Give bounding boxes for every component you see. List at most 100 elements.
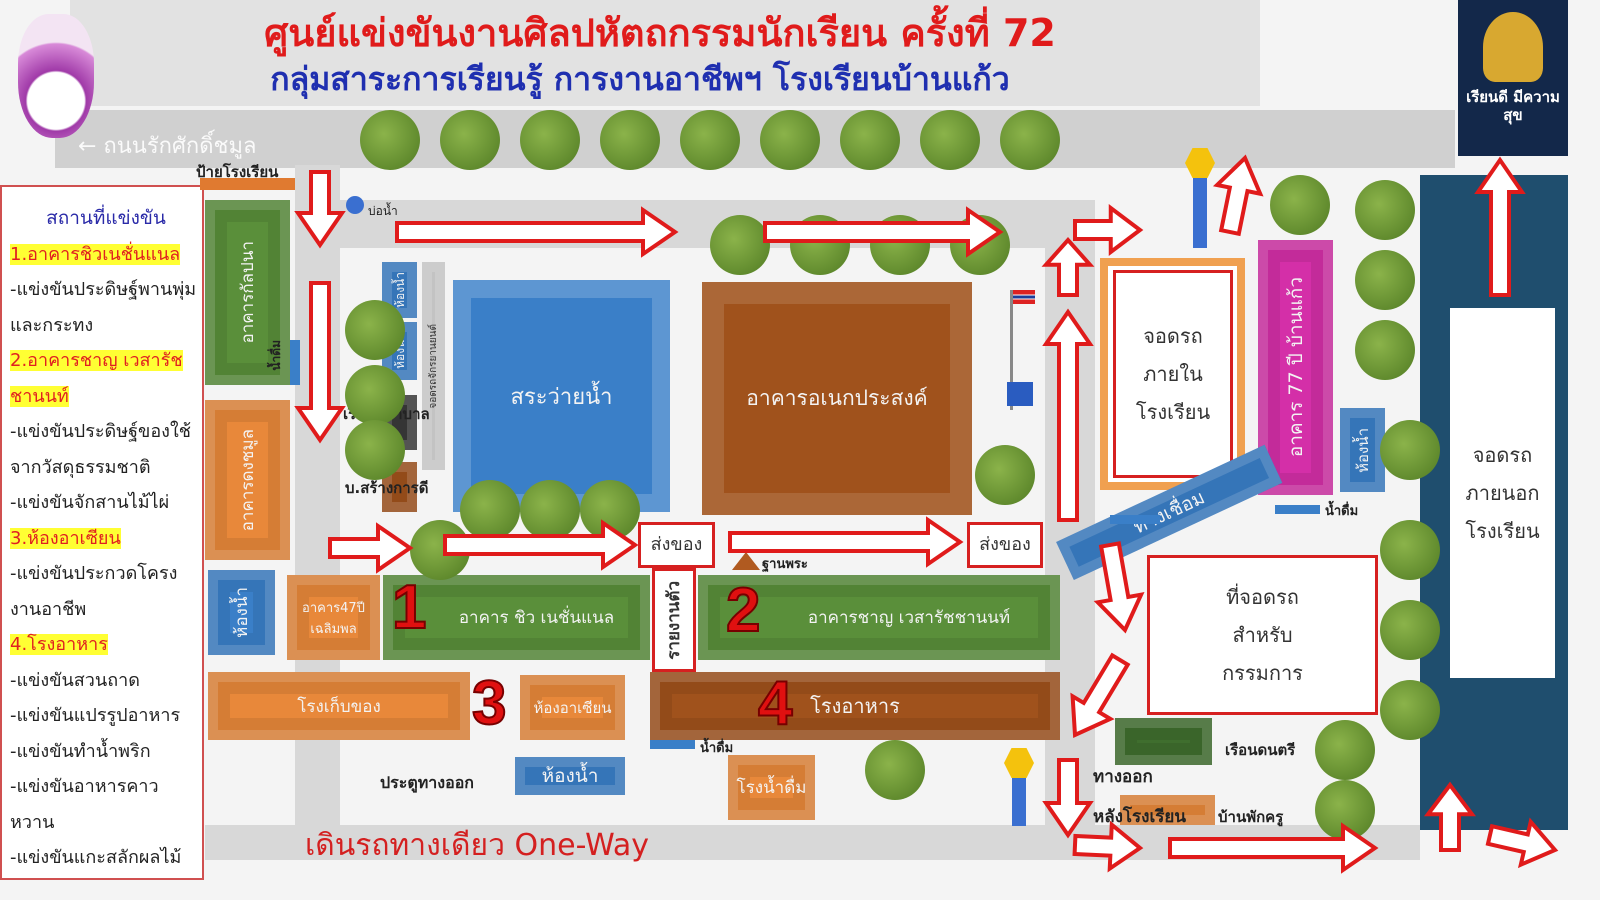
legend-event: -แข่งขันทำน้ำพริก (10, 740, 151, 762)
tree-icon (345, 420, 405, 480)
direction-arrow (294, 281, 346, 444)
gate-post (1193, 178, 1207, 248)
music-house (1115, 718, 1212, 765)
venue-number-1: 1 (391, 572, 428, 643)
tree-icon (1355, 320, 1415, 380)
tree-icon (1380, 600, 1440, 660)
gate-post-icon (1004, 748, 1034, 778)
direction-arrow (395, 206, 679, 258)
restroom: ห้องน้ำ (515, 757, 625, 795)
bsang-label: บ.สร้างการดี (345, 479, 429, 497)
pond-icon (346, 196, 364, 214)
back-building (1120, 795, 1215, 825)
tree-icon (1315, 720, 1375, 780)
direction-arrow (1168, 822, 1379, 874)
legend-venue: 4.โรงอาหาร (10, 634, 108, 655)
page-subtitle: กลุ่มสาระการเรียนรู้ การงานอาชีพฯ โรงเรี… (270, 60, 1010, 98)
direction-arrow (294, 170, 346, 249)
tree-icon (440, 110, 500, 170)
direction-arrow (1042, 758, 1094, 839)
direction-arrow (328, 522, 414, 574)
tree-icon (680, 110, 740, 170)
tree-icon (710, 215, 770, 275)
direction-arrow (1423, 781, 1477, 852)
legend-event: -แข่งขันประกวดโครงงานอาชีพ (10, 563, 178, 620)
tree-icon (520, 110, 580, 170)
gate-post-icon (1185, 148, 1215, 178)
building-77: อาคาร 77 ปี บ้านแก้ว (1258, 240, 1333, 495)
back-exit-label: ทางออก (1093, 767, 1153, 787)
tree-icon (1380, 520, 1440, 580)
direction-arrow (1072, 820, 1144, 873)
tree-icon (865, 740, 925, 800)
outer-parking-box: จอดรถภายนอกโรงเรียน (1450, 308, 1555, 678)
tree-icon (345, 300, 405, 360)
committee-parking-box: ที่จอดรถสำหรับกรรมการ (1147, 555, 1378, 715)
tree-icon (975, 445, 1035, 505)
drinking-water-tap (650, 740, 695, 749)
road-inner (295, 165, 340, 855)
direction-arrow (728, 516, 964, 568)
tree-icon (1380, 680, 1440, 740)
drinking-water-tap (1275, 505, 1320, 514)
obec-logo: เรียนดี มีความสุข (1458, 0, 1568, 156)
tree-icon (1000, 110, 1060, 170)
legend-event: -แข่งขันแกะสลักผลไม้ (10, 847, 182, 868)
school-sign-label: ป้ายโรงเรียน (196, 163, 279, 181)
pond-label: บ่อน้ำ (368, 204, 398, 218)
legend-event: -แข่งขันประดิษฐ์ของใช้จากวัสดุธรรมชาติ (10, 421, 191, 478)
direction-arrow (1474, 156, 1526, 297)
gate-post (1012, 778, 1026, 826)
road (55, 110, 1455, 168)
buddha-base-label: ฐานพระ (762, 557, 808, 572)
school-sign (200, 178, 295, 190)
swimming-pool: สระว่ายน้ำ (453, 280, 670, 512)
building-dongchamun: อาคารดงชมูล (205, 400, 290, 560)
legend-event: -แข่งขันแปรรูปอาหาร (10, 705, 181, 726)
legend-event: -แข่งขันอาหารคาวหวาน (10, 776, 159, 833)
inner-parking-box: จอดรถภายในโรงเรียน (1113, 270, 1233, 478)
report-box: รายงานตัว (652, 568, 696, 672)
restroom: ห้องน้ำ (208, 570, 275, 655)
tree-icon (920, 110, 980, 170)
tree-icon (1380, 420, 1440, 480)
venue-number-3: 3 (471, 668, 508, 739)
direction-arrow (1041, 236, 1095, 297)
legend-event: -แข่งขันจักสานไม้ไผ่ (10, 492, 170, 513)
tree-icon (1355, 180, 1415, 240)
drinking-water-tap (1110, 515, 1160, 524)
back-exit-label-2: หลังโรงเรียน (1093, 807, 1187, 827)
building-chan: อาคารชาญ เวสารัชชานนท์ (698, 575, 1060, 660)
delivery-box-1: ส่งของ (638, 522, 715, 568)
school-logo (18, 14, 94, 138)
legend-event: -แข่งขันสวนถาด (10, 669, 140, 691)
tree-icon (345, 365, 405, 425)
tree-icon (1270, 175, 1330, 235)
direction-arrow (443, 519, 639, 571)
logo-slogan: เรียนดี มีความสุข (1466, 88, 1560, 124)
legend-title: สถานที่แข่งขัน (46, 207, 166, 229)
legend-event: -แข่งขันประดิษฐ์พานพุ่มและกระทง (10, 279, 197, 336)
emblem-icon (1483, 12, 1543, 82)
building-kalapana: อาคารกัลปนา (205, 200, 290, 385)
tree-icon (1355, 250, 1415, 310)
building-water-plant: โรงน้ำดื่ม (728, 755, 815, 820)
tree-icon (360, 110, 420, 170)
tree-icon (600, 110, 660, 170)
direction-arrow (1042, 308, 1094, 522)
building-asean: ห้องอาเซียน (520, 675, 625, 740)
venue-number-2: 2 (725, 575, 762, 646)
direction-arrow (763, 206, 1004, 258)
direction-arrow (1485, 817, 1559, 869)
road-label: ← ถนนรักศักดิ์ชมูล (78, 134, 257, 159)
tree-icon (520, 480, 580, 540)
building-multipurpose: อาคารอเนกประสงค์ (702, 282, 972, 515)
delivery-box-2: ส่งของ (967, 522, 1043, 568)
drinking-water-label: น้ำดื่ม (700, 741, 734, 756)
tree-icon (460, 480, 520, 540)
music-house-label: เรือนดนตรี (1225, 741, 1296, 759)
drinking-water-label: น้ำดื่ม (1325, 504, 1359, 519)
building-47: อาคาร47ปี เฉลิมพล (287, 575, 380, 660)
direction-arrow (1073, 203, 1144, 257)
